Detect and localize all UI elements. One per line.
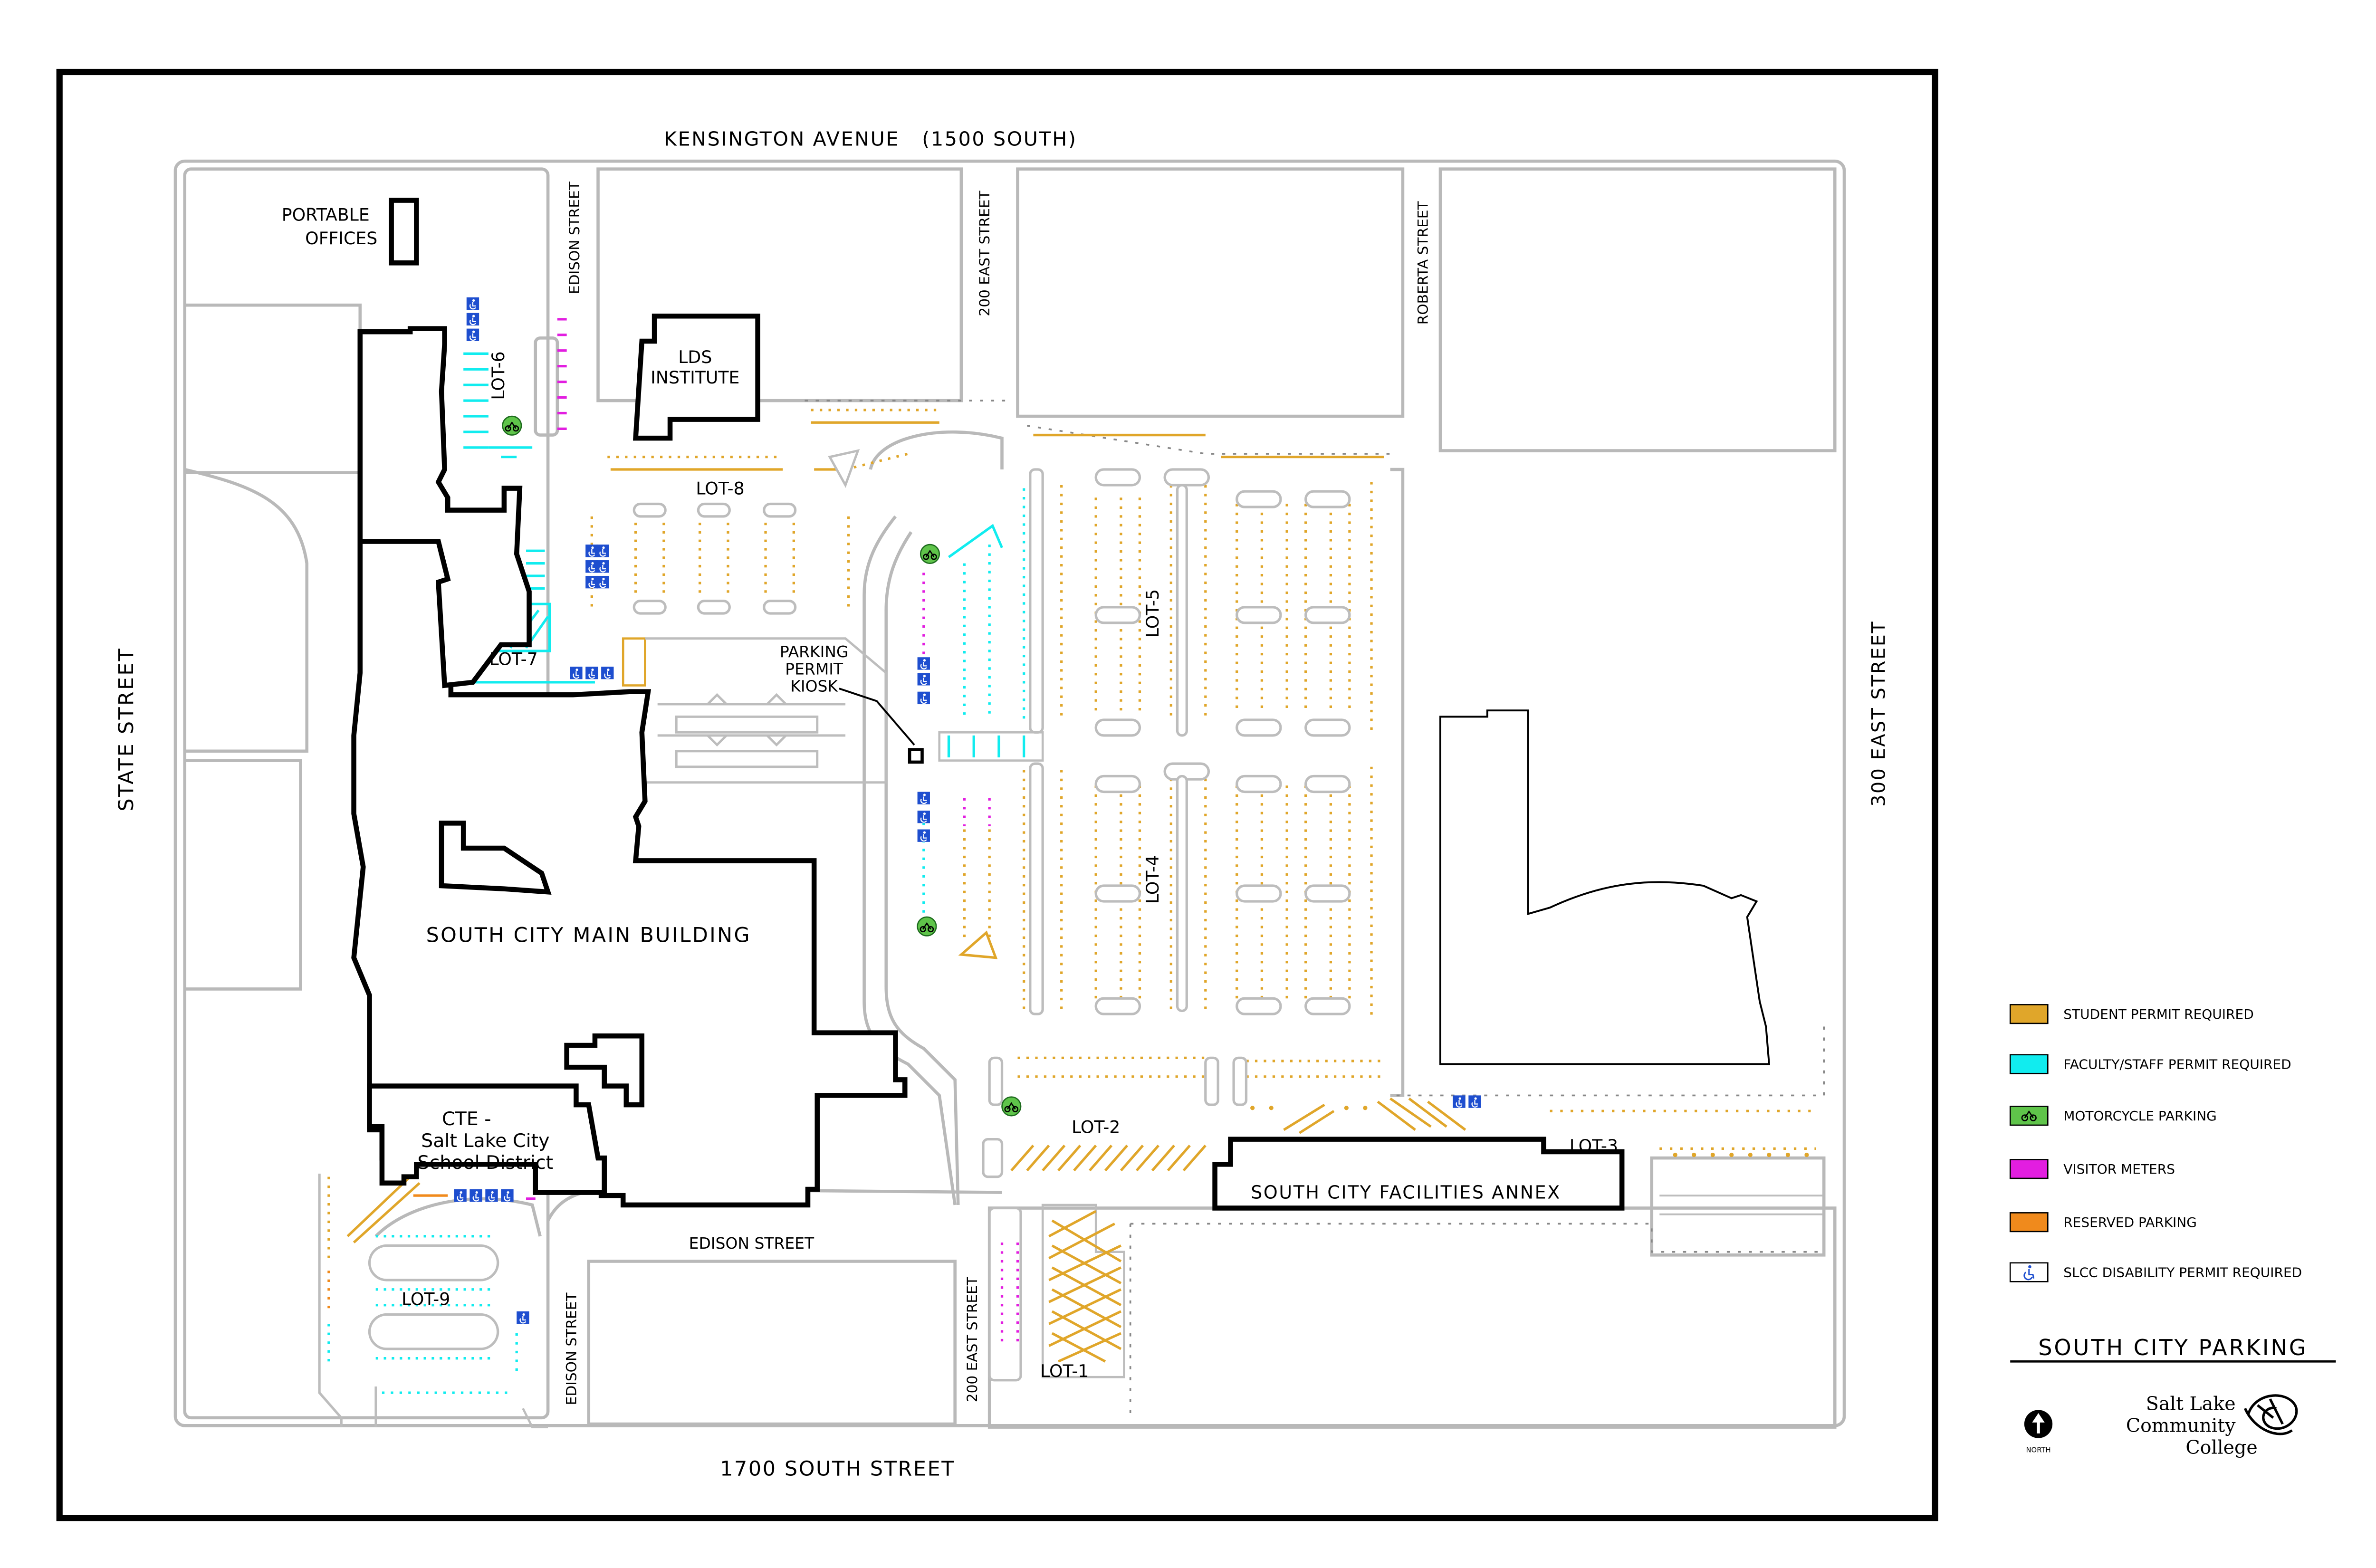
legend: STUDENT PERMIT REQUIRED FACULTY/STAFF PE… (2009, 1004, 2302, 1282)
legend-swatch-motorcycle (2009, 1106, 2049, 1126)
lds-institute-label-1: LDS (678, 347, 712, 367)
main-building-notch (564, 1033, 645, 1108)
lot-label-9: LOT-9 (402, 1289, 450, 1310)
kiosk-label-1: PARKING (780, 642, 849, 661)
kiosk-leader-line (839, 688, 915, 746)
facilities-annex-label: SOUTH CITY FACILITIES ANNEX (1251, 1182, 1561, 1203)
legend-label-motorcycle: MOTORCYCLE PARKING (2063, 1108, 2217, 1124)
main-building-courtyard (439, 821, 552, 895)
east-building (1439, 709, 1771, 1065)
lot-label-2: LOT-2 (1072, 1117, 1120, 1137)
street-label-edison-south: EDISON STREET (563, 1292, 579, 1405)
portable-offices-label-2: OFFICES (305, 228, 377, 249)
street-label-state: STATE STREET (115, 647, 138, 812)
street-label-1700-south: 1700 SOUTH STREET (720, 1457, 955, 1481)
legend-label-visitor: VISITOR METERS (2063, 1161, 2175, 1177)
legend-label-student: STUDENT PERMIT REQUIRED (2063, 1006, 2254, 1022)
lot-label-8: LOT-8 (696, 478, 744, 499)
lot-1-stalls (988, 1204, 1125, 1382)
street-label-200-east-north: 200 EAST STREET (976, 191, 993, 316)
street-label-kensington: KENSINGTON AVENUE (1500 SOUTH) (664, 127, 1077, 150)
legend-swatch-visitor (2009, 1159, 2049, 1179)
lot-label-6: LOT-6 (488, 351, 508, 400)
portable-offices-label-1: PORTABLE (282, 204, 370, 225)
lot-label-3: LOT-3 (1570, 1136, 1618, 1156)
lds-institute-building (632, 313, 760, 441)
main-building-label: SOUTH CITY MAIN BUILDING (426, 924, 751, 947)
legend-label-faculty: FACULTY/STAFF PERMIT REQUIRED (2063, 1056, 2291, 1072)
lot-label-4: LOT-4 (1142, 855, 1163, 904)
cte-label-2: Salt Lake City (421, 1130, 549, 1152)
slcc-logo-emblem-icon (2243, 1394, 2298, 1435)
kiosk-label-3: KIOSK (790, 677, 838, 696)
logo-text-line2: Community (2126, 1415, 2236, 1436)
cte-building (367, 1083, 607, 1195)
lot-label-5: LOT-5 (1142, 589, 1163, 638)
lot-label-1: LOT-1 (1040, 1361, 1089, 1381)
map-title: SOUTH CITY PARKING (2038, 1335, 2308, 1360)
main-building (351, 326, 908, 1208)
wheelchair-icon (2023, 1265, 2035, 1281)
logo-text-line3: College (2185, 1437, 2257, 1459)
lot-3-stalls (1550, 1109, 1822, 1215)
lds-institute-label-2: INSTITUTE (651, 367, 739, 388)
facilities-annex-building (1212, 1137, 1625, 1211)
kiosk-label-2: PERMIT (785, 660, 843, 678)
cte-label-3: School District (417, 1152, 553, 1174)
street-label-roberta: ROBERTA STREET (1415, 201, 1431, 325)
street-label-200-east-south: 200 EAST STREET (964, 1276, 980, 1402)
lot-5-stalls (917, 433, 1384, 762)
legend-label-disability: SLCC DISABILITY PERMIT REQUIRED (2063, 1264, 2302, 1280)
lot-6-stalls (463, 296, 567, 459)
lot-label-7: LOT-7 (489, 649, 537, 669)
north-arrow-label: NORTH (2026, 1446, 2050, 1454)
lot-4-stalls (917, 762, 1373, 1017)
slcc-logo: Salt Lake Community College (2126, 1393, 2298, 1459)
legend-swatch-student (2009, 1004, 2049, 1024)
logo-text-line1: Salt Lake (2146, 1393, 2236, 1415)
motorcycle-icon (2021, 1110, 2037, 1121)
cte-label-1: CTE - (442, 1108, 491, 1130)
street-label-300-east: 300 EAST STREET (1868, 621, 1890, 807)
legend-label-reserved: RESERVED PARKING (2063, 1214, 2197, 1230)
legend-swatch-faculty (2009, 1054, 2049, 1074)
lot-9-stalls (318, 1174, 548, 1428)
plaza (645, 637, 888, 784)
street-label-edison-north: EDISON STREET (566, 181, 583, 294)
legend-swatch-reserved (2009, 1212, 2049, 1233)
north-arrow-icon: NORTH (2024, 1410, 2053, 1454)
road-outlines (173, 159, 1846, 1429)
street-label-edison-middle: EDISON STREET (689, 1234, 814, 1252)
lot-2-stalls (982, 1056, 1482, 1178)
portable-offices-building (389, 198, 419, 266)
